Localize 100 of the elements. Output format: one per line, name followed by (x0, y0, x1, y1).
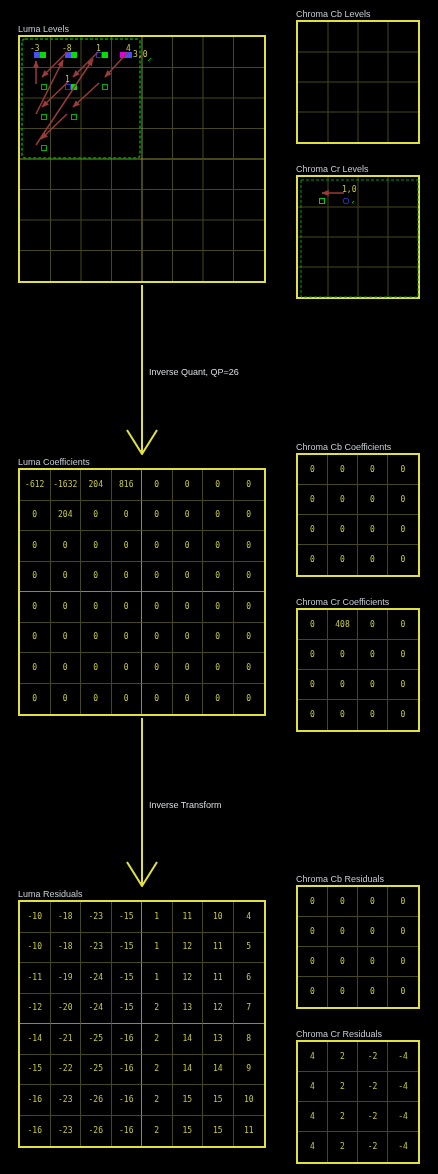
value-cell: 11 (203, 963, 234, 994)
value-cell: 0 (358, 485, 388, 515)
value-cell: 0 (50, 653, 81, 684)
value-cell: 0 (81, 622, 112, 653)
value-cell: -16 (111, 1085, 142, 1116)
value-cell: 0 (388, 917, 418, 947)
value-cell: -24 (81, 963, 112, 994)
value-cell: 13 (172, 993, 203, 1024)
value-cell: 0 (142, 592, 173, 623)
value-cell: 0 (142, 561, 173, 592)
value-cell: 4 (298, 1102, 328, 1132)
value-cell: 15 (203, 1085, 234, 1116)
value-cell: 0 (81, 653, 112, 684)
value-cell: 2 (142, 1054, 173, 1085)
value-cell: 0 (20, 561, 51, 592)
value-cell: 0 (50, 592, 81, 623)
value-cell: -12 (20, 993, 51, 1024)
value-cell: 5 (233, 932, 264, 963)
value-cell: 0 (50, 561, 81, 592)
value-cell: 0 (328, 515, 358, 545)
panel-title: Chroma Cr Coefficients (296, 597, 390, 608)
value-cell: 0 (328, 887, 358, 917)
value-cell: -23 (50, 1115, 81, 1146)
value-cell: 0 (388, 640, 418, 670)
value-cell: -23 (81, 902, 112, 933)
value-cell: 4 (298, 1132, 328, 1162)
value-cell: 0 (20, 622, 51, 653)
value-cell: 0 (111, 592, 142, 623)
value-cell: 0 (298, 917, 328, 947)
value-cell: 13 (203, 1024, 234, 1055)
value-cell: 0 (142, 531, 173, 562)
edge-label: Inverse Transform (149, 799, 222, 811)
value-cell: 0 (111, 683, 142, 714)
value-cell: 0 (142, 470, 173, 501)
value-cell: 14 (172, 1054, 203, 1085)
value-cell: 0 (81, 500, 112, 531)
value-cell: 0 (111, 561, 142, 592)
value-cell: 0 (388, 485, 418, 515)
value-cell: 0 (20, 500, 51, 531)
value-cell: 0 (328, 917, 358, 947)
value-cell: 0 (81, 683, 112, 714)
value-cell: 10 (203, 902, 234, 933)
value-cell: -2 (358, 1042, 388, 1072)
value-cell: 1 (142, 902, 173, 933)
value-cell: 0 (388, 455, 418, 485)
edge-label: Inverse Quant, QP=26 (149, 367, 239, 378)
value-cell: -15 (20, 1054, 51, 1085)
value-cell: 2 (142, 1085, 173, 1116)
value-cell: -26 (81, 1115, 112, 1146)
value-cell: 6 (233, 963, 264, 994)
value-cell: 0 (172, 531, 203, 562)
value-cell: 0 (298, 640, 328, 670)
value-cell: 0 (142, 500, 173, 531)
value-cell: 0 (233, 500, 264, 531)
panel-title: Chroma Cb Levels (296, 9, 371, 20)
value-cell: 0 (203, 653, 234, 684)
panel-title: Chroma Cb Coefficients (296, 442, 392, 453)
value-cell: 1 (142, 963, 173, 994)
value-cell: 0 (358, 545, 388, 575)
value-cell: 0 (111, 531, 142, 562)
value-cell: 0 (111, 653, 142, 684)
value-cell: 8 (233, 1024, 264, 1055)
value-cell: 2 (328, 1072, 358, 1102)
panel-title: Luma Residuals (18, 889, 83, 900)
value-cell: 15 (172, 1115, 203, 1146)
value-cell: 0 (358, 610, 388, 640)
value-cell: 0 (20, 653, 51, 684)
value-cell: 0 (298, 670, 328, 700)
value-cell: 0 (298, 455, 328, 485)
value-cell: 2 (142, 993, 173, 1024)
value-cell: 0 (358, 515, 388, 545)
value-cell: 0 (358, 700, 388, 730)
value-cell: 0 (81, 531, 112, 562)
value-cell: 0 (203, 622, 234, 653)
value-cell: -10 (20, 932, 51, 963)
value-cell: 0 (298, 977, 328, 1007)
value-cell: 14 (172, 1024, 203, 1055)
value-cell: 0 (203, 470, 234, 501)
value-cell: 0 (203, 500, 234, 531)
value-cell: 0 (81, 592, 112, 623)
value-cell: 0 (81, 561, 112, 592)
value-cell: 0 (298, 700, 328, 730)
value-cell: 0 (233, 470, 264, 501)
value-cell: -18 (50, 902, 81, 933)
value-cell: 0 (233, 592, 264, 623)
level-value: 1 (65, 75, 70, 84)
value-cell: -612 (20, 470, 51, 501)
value-cell: 0 (111, 622, 142, 653)
value-cell: 0 (172, 561, 203, 592)
value-cell: -15 (111, 993, 142, 1024)
value-cell: -25 (81, 1024, 112, 1055)
value-cell: 12 (203, 993, 234, 1024)
value-cell: 0 (142, 683, 173, 714)
value-cell: 0 (388, 545, 418, 575)
value-cell: 0 (298, 887, 328, 917)
panel-title: Chroma Cb Residuals (296, 874, 385, 885)
arrow (126, 717, 158, 887)
value-cell: 0 (172, 500, 203, 531)
value-cell: 0 (298, 545, 328, 575)
value-cell: -18 (50, 932, 81, 963)
